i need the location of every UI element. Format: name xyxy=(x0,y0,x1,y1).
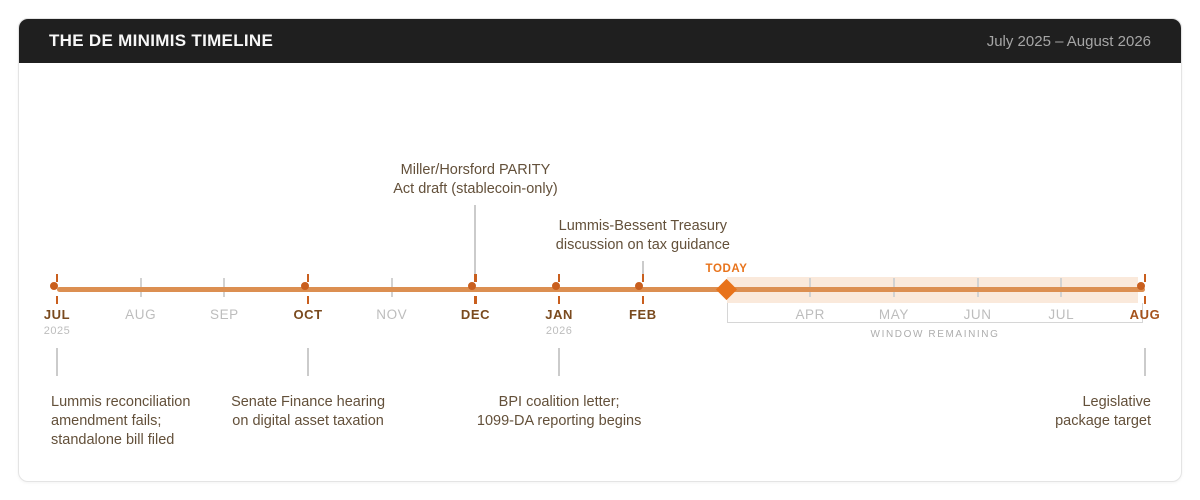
marker-stub xyxy=(306,274,310,282)
month-label: AUG xyxy=(1129,307,1161,322)
year-label: 2026 xyxy=(545,325,573,337)
month-label: JUL xyxy=(1048,307,1075,322)
annotation-connector xyxy=(307,348,310,376)
month-marker xyxy=(467,274,483,304)
today-label: TODAY xyxy=(705,263,748,275)
marker-ring-icon xyxy=(467,281,476,290)
event-annotation: BPI coalition letter; 1099-DA reporting b… xyxy=(477,393,641,431)
marker-stub xyxy=(474,296,477,304)
marker-stub xyxy=(474,274,477,282)
annotation-connector xyxy=(474,205,477,277)
event-annotation: Lummis-Bessent Treasury discussion on tax… xyxy=(556,217,730,255)
month-marker xyxy=(1137,274,1152,304)
annotation-line: standalone bill filed xyxy=(51,432,175,448)
month-label: DEC xyxy=(460,307,491,322)
annotation-line: Senate Finance hearing xyxy=(231,394,386,410)
marker-stub xyxy=(557,296,561,304)
marker-stub xyxy=(1143,274,1147,282)
marker-stub xyxy=(306,296,310,304)
marker-stub xyxy=(1143,296,1147,304)
annotation-line: amendment fails; xyxy=(51,413,162,429)
marker-ring-icon xyxy=(551,281,560,290)
date-range: July 2025 – August 2026 xyxy=(986,32,1151,50)
annotation-connector xyxy=(558,348,561,376)
annotation-line: BPI coalition letter; xyxy=(498,394,620,410)
marker-stub xyxy=(55,274,59,282)
month-label: SEP xyxy=(209,307,239,322)
annotation-line: on digital asset taxation xyxy=(232,413,384,429)
month-marker xyxy=(635,274,650,304)
annotation-line: Lummis reconciliation xyxy=(51,394,191,410)
window-bracket xyxy=(726,303,1144,323)
timeline-card: THE DE MINIMIS TIMELINE July 2025 – Augu… xyxy=(18,18,1182,482)
marker-ring-icon xyxy=(300,281,309,290)
month-marker xyxy=(551,274,567,304)
annotation-line: package target xyxy=(1055,413,1151,429)
marker-ring-icon xyxy=(1137,281,1146,290)
annotation-line: Act draft (stablecoin-only) xyxy=(393,181,558,197)
timeline-line xyxy=(57,286,1145,292)
page-title: THE DE MINIMIS TIMELINE xyxy=(49,31,274,50)
marker-stub xyxy=(641,296,645,304)
month-marker xyxy=(300,274,316,304)
annotation-connector xyxy=(641,261,644,277)
annotation-line: Lummis-Bessent Treasury xyxy=(558,218,728,234)
event-annotation: Senate Finance hearing on digital asset t… xyxy=(231,393,385,431)
marker-stub xyxy=(641,274,645,282)
month-label: JAN xyxy=(545,307,574,322)
window-remaining-label: WINDOW REMAINING xyxy=(870,329,1000,340)
annotation-connector xyxy=(1143,348,1146,376)
year-label: 2025 xyxy=(43,325,71,337)
month-label: APR xyxy=(795,307,825,322)
month-label: OCT xyxy=(293,307,323,322)
month-marker xyxy=(49,274,65,304)
month-label: MAY xyxy=(878,307,909,322)
month-label: JUN xyxy=(963,307,992,322)
marker-stub xyxy=(55,296,59,304)
annotation-connector xyxy=(56,348,58,376)
month-label: AUG xyxy=(125,307,157,322)
month-label: FEB xyxy=(628,307,657,322)
annotation-line: discussion on tax guidance xyxy=(555,237,730,253)
marker-ring-icon xyxy=(49,281,58,290)
annotation-line: Miller/Horsford PARITY xyxy=(400,162,551,178)
header-bar: THE DE MINIMIS TIMELINE July 2025 – Augu… xyxy=(19,19,1181,63)
event-annotation: Miller/Horsford PARITY Act draft (stablec… xyxy=(393,161,557,199)
event-annotation: Legislative package target xyxy=(1055,393,1151,431)
annotation-line: Legislative xyxy=(1082,394,1151,410)
marker-ring-icon xyxy=(635,281,644,290)
annotation-line: 1099-DA reporting begins xyxy=(476,413,642,429)
month-label: JUL xyxy=(43,307,71,322)
marker-stub xyxy=(557,274,561,282)
timeline-canvas: WINDOW REMAINING JUL 2025 AUG SEP OCT NOV DEC J… xyxy=(19,63,1181,481)
month-label: NOV xyxy=(376,307,408,322)
event-annotation: Lummis reconciliation amendment fails; sta… xyxy=(51,393,190,450)
